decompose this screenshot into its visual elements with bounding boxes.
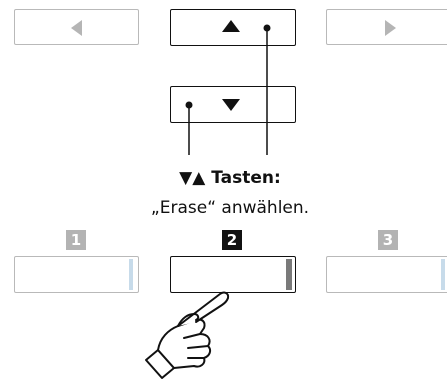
- function-button-3[interactable]: [326, 256, 447, 293]
- keys-label: Tasten:: [211, 168, 281, 188]
- up-key-marker: [264, 25, 271, 32]
- pointing-hand-icon: [138, 280, 248, 380]
- keys-caption: ▼▲ Tasten:: [100, 168, 360, 188]
- badge-3: 3: [378, 230, 398, 250]
- function-button-1[interactable]: [14, 256, 139, 293]
- indicator-strip: [129, 259, 133, 290]
- instruction-caption: „Erase“ anwählen.: [100, 198, 360, 218]
- badge-2: 2: [222, 230, 242, 250]
- down-key-marker: [186, 102, 193, 109]
- badge-1: 1: [66, 230, 86, 250]
- indicator-strip: [286, 259, 292, 290]
- indicator-strip: [441, 259, 445, 290]
- arrow-keys-symbols: ▼▲: [179, 168, 205, 188]
